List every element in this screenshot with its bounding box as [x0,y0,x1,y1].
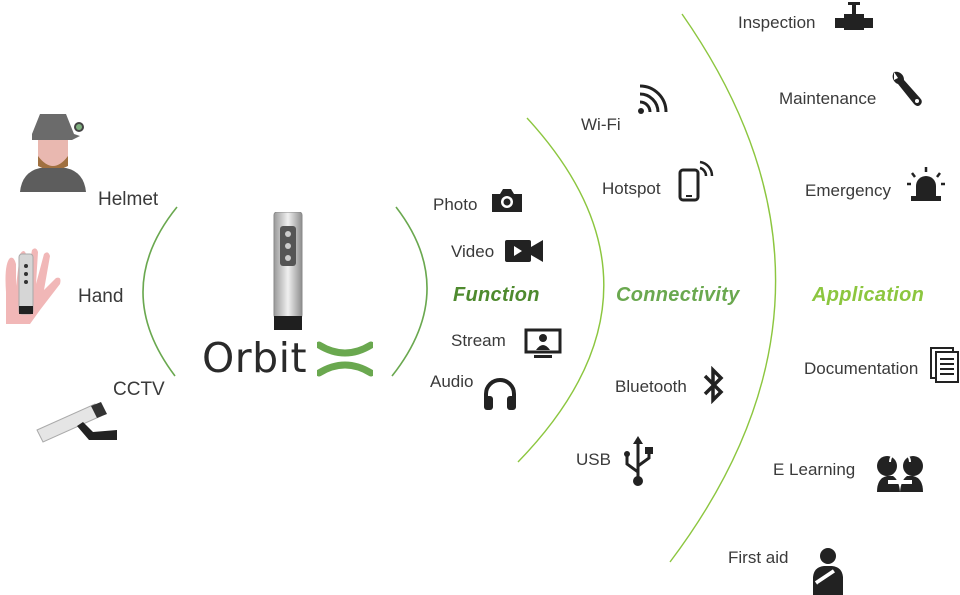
monitor-stream-icon [524,328,562,360]
phone-hotspot-icon [678,160,714,202]
application-label-maintenance: Maintenance [779,89,877,108]
valve-icon [834,0,874,34]
cctv-camera-icon [35,400,121,444]
mount-label-helmet: Helmet [98,189,159,210]
mount-label-cctv: CCTV [113,379,165,400]
left-bracket-arc [142,206,178,377]
connectivity-label-wifi: Wi-Fi [581,115,621,134]
wifi-icon [636,84,668,116]
orbit-device-icon [273,212,303,332]
camera-icon [490,186,524,214]
brand-wordmark: Orbit [202,334,308,382]
right-bracket-arc [391,206,428,377]
headphones-icon [481,374,519,412]
application-label-emergency: Emergency [805,181,891,200]
first-aid-person-icon [808,547,848,595]
siren-icon [906,166,946,204]
connectivity-label-bluetooth: Bluetooth [615,377,687,396]
application-label-documentation: Documentation [804,359,919,378]
wrench-icon [890,68,924,108]
function-label-audio: Audio [430,372,474,391]
usb-icon [622,434,654,488]
connectivity-label-hotspot: Hotspot [602,179,661,198]
hand-device-icon [0,244,66,326]
application-arc [669,13,777,563]
function-label-video: Video [451,242,495,261]
mount-label-hand: Hand [78,286,124,307]
helmet-user-icon [18,110,90,194]
function-label-photo: Photo [433,195,478,214]
application-label-first-aid: First aid [728,548,789,567]
video-camera-icon [504,238,544,264]
connectivity-label-usb: USB [576,450,611,469]
application-label-e-learning: E Learning [773,460,856,479]
application-label-inspection: Inspection [738,13,816,32]
brand-x-mark-icon [317,341,373,377]
function-label-stream: Stream [451,331,506,350]
connectivity-arc [517,117,605,463]
section-title-function: Function [453,284,540,306]
bluetooth-icon [702,366,726,404]
section-title-application: Application [812,284,925,306]
section-title-connectivity: Connectivity [616,284,740,306]
document-icon [930,347,960,383]
students-icon [874,452,926,494]
